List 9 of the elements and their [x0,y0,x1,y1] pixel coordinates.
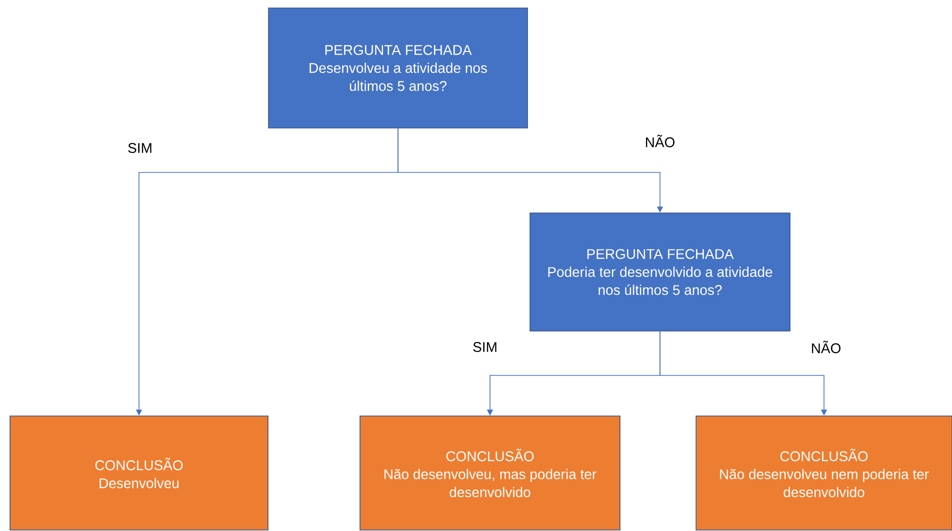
conclusion-box: CONCLUSÃO Desenvolveu [10,416,268,530]
question-box: PERGUNTA FECHADA Poderia ter desenvolvido a atividade nos últimos 5 anos? [530,212,790,332]
edge-label: SIM [472,341,498,353]
conclusion-box: CONCLUSÃO Não desenvolveu, mas poderia ter desenvolvido [360,416,620,530]
edge-label: NÃO [810,340,842,354]
conclusion-box: CONCLUSÃO Não desenvolveu nem poderia ter desenvolvido [696,416,952,530]
question-box: PERGUNTA FECHADA Desenvolveu a atividade nos últimos 5 anos? [268,8,528,128]
edge-label: SIM [126,142,154,154]
edge-label: NÃO [644,134,676,148]
